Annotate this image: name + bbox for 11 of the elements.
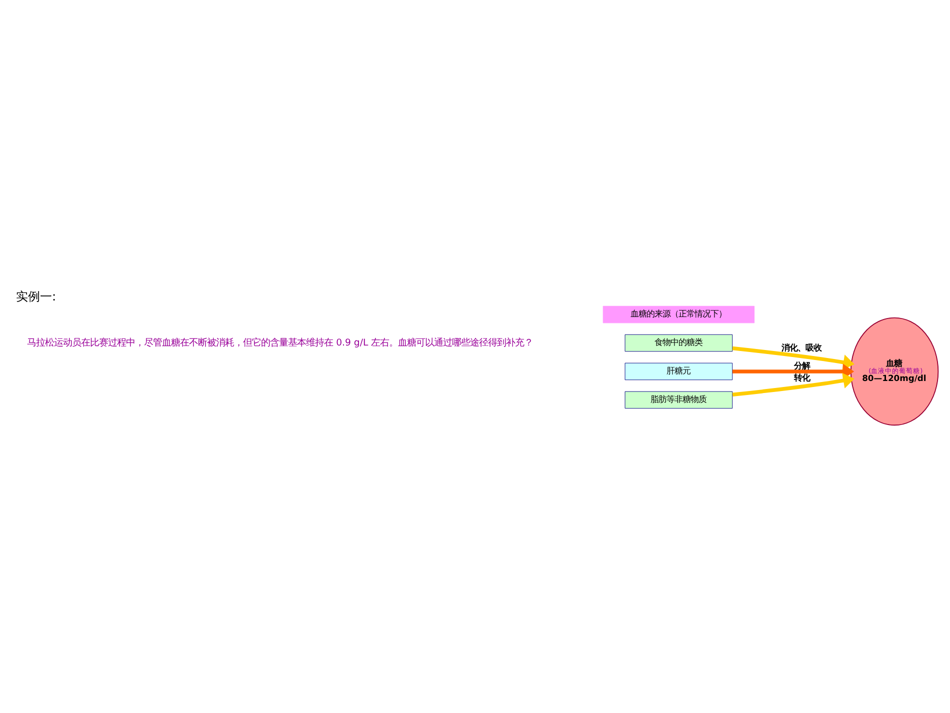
arrow: [732, 372, 854, 396]
edge-label: 转化: [794, 372, 810, 382]
node-box: 脂肪等非糖物质: [624, 390, 733, 408]
node-box: 血糖的来源（正常情况下）: [602, 305, 755, 323]
diagram-title: 实例一:: [16, 288, 56, 303]
node-box: 肝糖元: [624, 362, 733, 380]
arrow: [732, 346, 854, 370]
label: 马拉松运动员在比赛过程中，尽管血糖在不断被消耗，但它的含量基本维持在 0.9 g/L 左右。血糖可以通过哪些途径得到补充？: [27, 336, 534, 348]
edge-label: 消化、吸收: [781, 342, 822, 352]
node-box: 食物中的糖类: [624, 334, 733, 352]
edge-label: 分解: [794, 360, 810, 370]
